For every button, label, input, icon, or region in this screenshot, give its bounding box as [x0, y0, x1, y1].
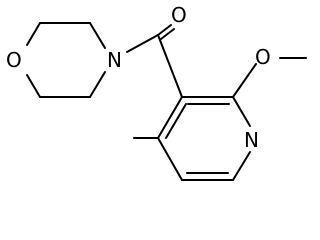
carbonyl-oxygen-label: O [171, 3, 187, 27]
bond-c-n-upper [89, 22, 106, 49]
structure-diagram: O N O O N [6, 3, 307, 181]
bond-c2-methoxy-o [232, 63, 257, 98]
bond-o-c-upper [26, 22, 41, 46]
bond-c4-c3 [157, 96, 183, 139]
bond-c4-c3-inner [165, 103, 187, 139]
bond-carbonyl-double-a [157, 24, 172, 36]
atom-labels: O N O O N [6, 3, 271, 152]
bond-n-c-lower [89, 71, 106, 98]
pyridine-nitrogen-label: N [244, 128, 259, 152]
bond-c5-c4 [157, 137, 183, 181]
methoxy-oxygen-label: O [255, 45, 271, 69]
bond-c2-n1 [232, 96, 251, 127]
bond-n-carbonyl-c [126, 34, 159, 53]
ring-oxygen-label: O [6, 48, 22, 72]
bonds [26, 22, 307, 181]
bond-carbonyl-c-ring-c3 [157, 34, 183, 98]
bond-n1-c6 [232, 151, 251, 181]
bond-carbonyl-double-b [160, 28, 175, 40]
bond-c-o-lower [26, 74, 41, 98]
ring-nitrogen-label: N [107, 48, 122, 72]
